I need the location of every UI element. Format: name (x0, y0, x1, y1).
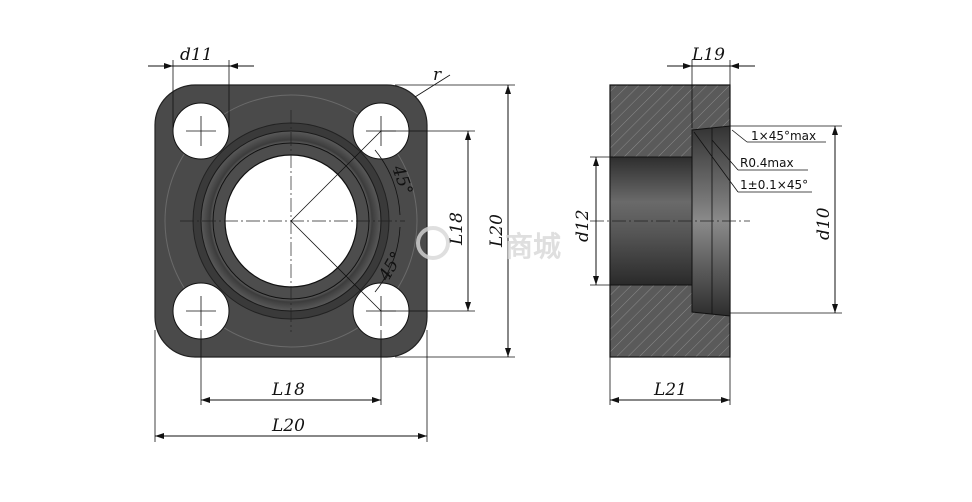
L19-dimension: L19 (667, 45, 755, 128)
radius-note-text: R0.4max (740, 156, 794, 170)
L18-vertical-label: L18 (447, 212, 467, 246)
chamfer-note-text: 1×45°max (751, 129, 816, 143)
L21-label: L21 (653, 380, 687, 400)
bolt-circle-outline (164, 94, 418, 348)
watermark-text: 商城 (505, 230, 561, 263)
chamfer-note: 1×45°max (731, 129, 826, 143)
d12-dimension: d12 (573, 156, 612, 286)
L20-horizontal-label: L20 (271, 416, 305, 436)
chamfer-tol-note-text: 1±0.1×45° (740, 178, 808, 192)
watermark: 商城 (416, 226, 561, 263)
d10-label: d10 (814, 207, 834, 240)
L18-horizontal-dimension: L18 (200, 330, 382, 405)
L18-horizontal-label: L18 (271, 380, 305, 400)
L20-horizontal-dimension: L20 (154, 330, 428, 442)
L20-vertical-dimension: L20 (395, 84, 515, 358)
diagonal-line-bottom (290, 220, 382, 312)
radius-label: r (433, 65, 442, 85)
L19-label: L19 (691, 45, 725, 65)
radius-note: R0.4max (711, 139, 808, 171)
L21-dimension: L21 (609, 357, 731, 405)
L18-vertical-dimension: L18 (381, 130, 475, 312)
side-view: L19 d12 d10 L21 (573, 45, 842, 405)
front-view: 45° 45° r d11 L18 (148, 45, 515, 442)
angle-arc-top (374, 149, 401, 216)
d11-label: d11 (180, 45, 213, 65)
L20-vertical-label: L20 (487, 214, 507, 248)
d11-dimension: d11 (148, 45, 254, 128)
diagonal-line-top (290, 130, 382, 222)
angle-arc-bottom (374, 226, 401, 293)
radius-leader-line (414, 74, 451, 98)
chamfer-tol-note: 1±0.1×45° (693, 131, 812, 193)
d12-label: d12 (573, 209, 593, 242)
d10-dimension: d10 (730, 125, 842, 314)
